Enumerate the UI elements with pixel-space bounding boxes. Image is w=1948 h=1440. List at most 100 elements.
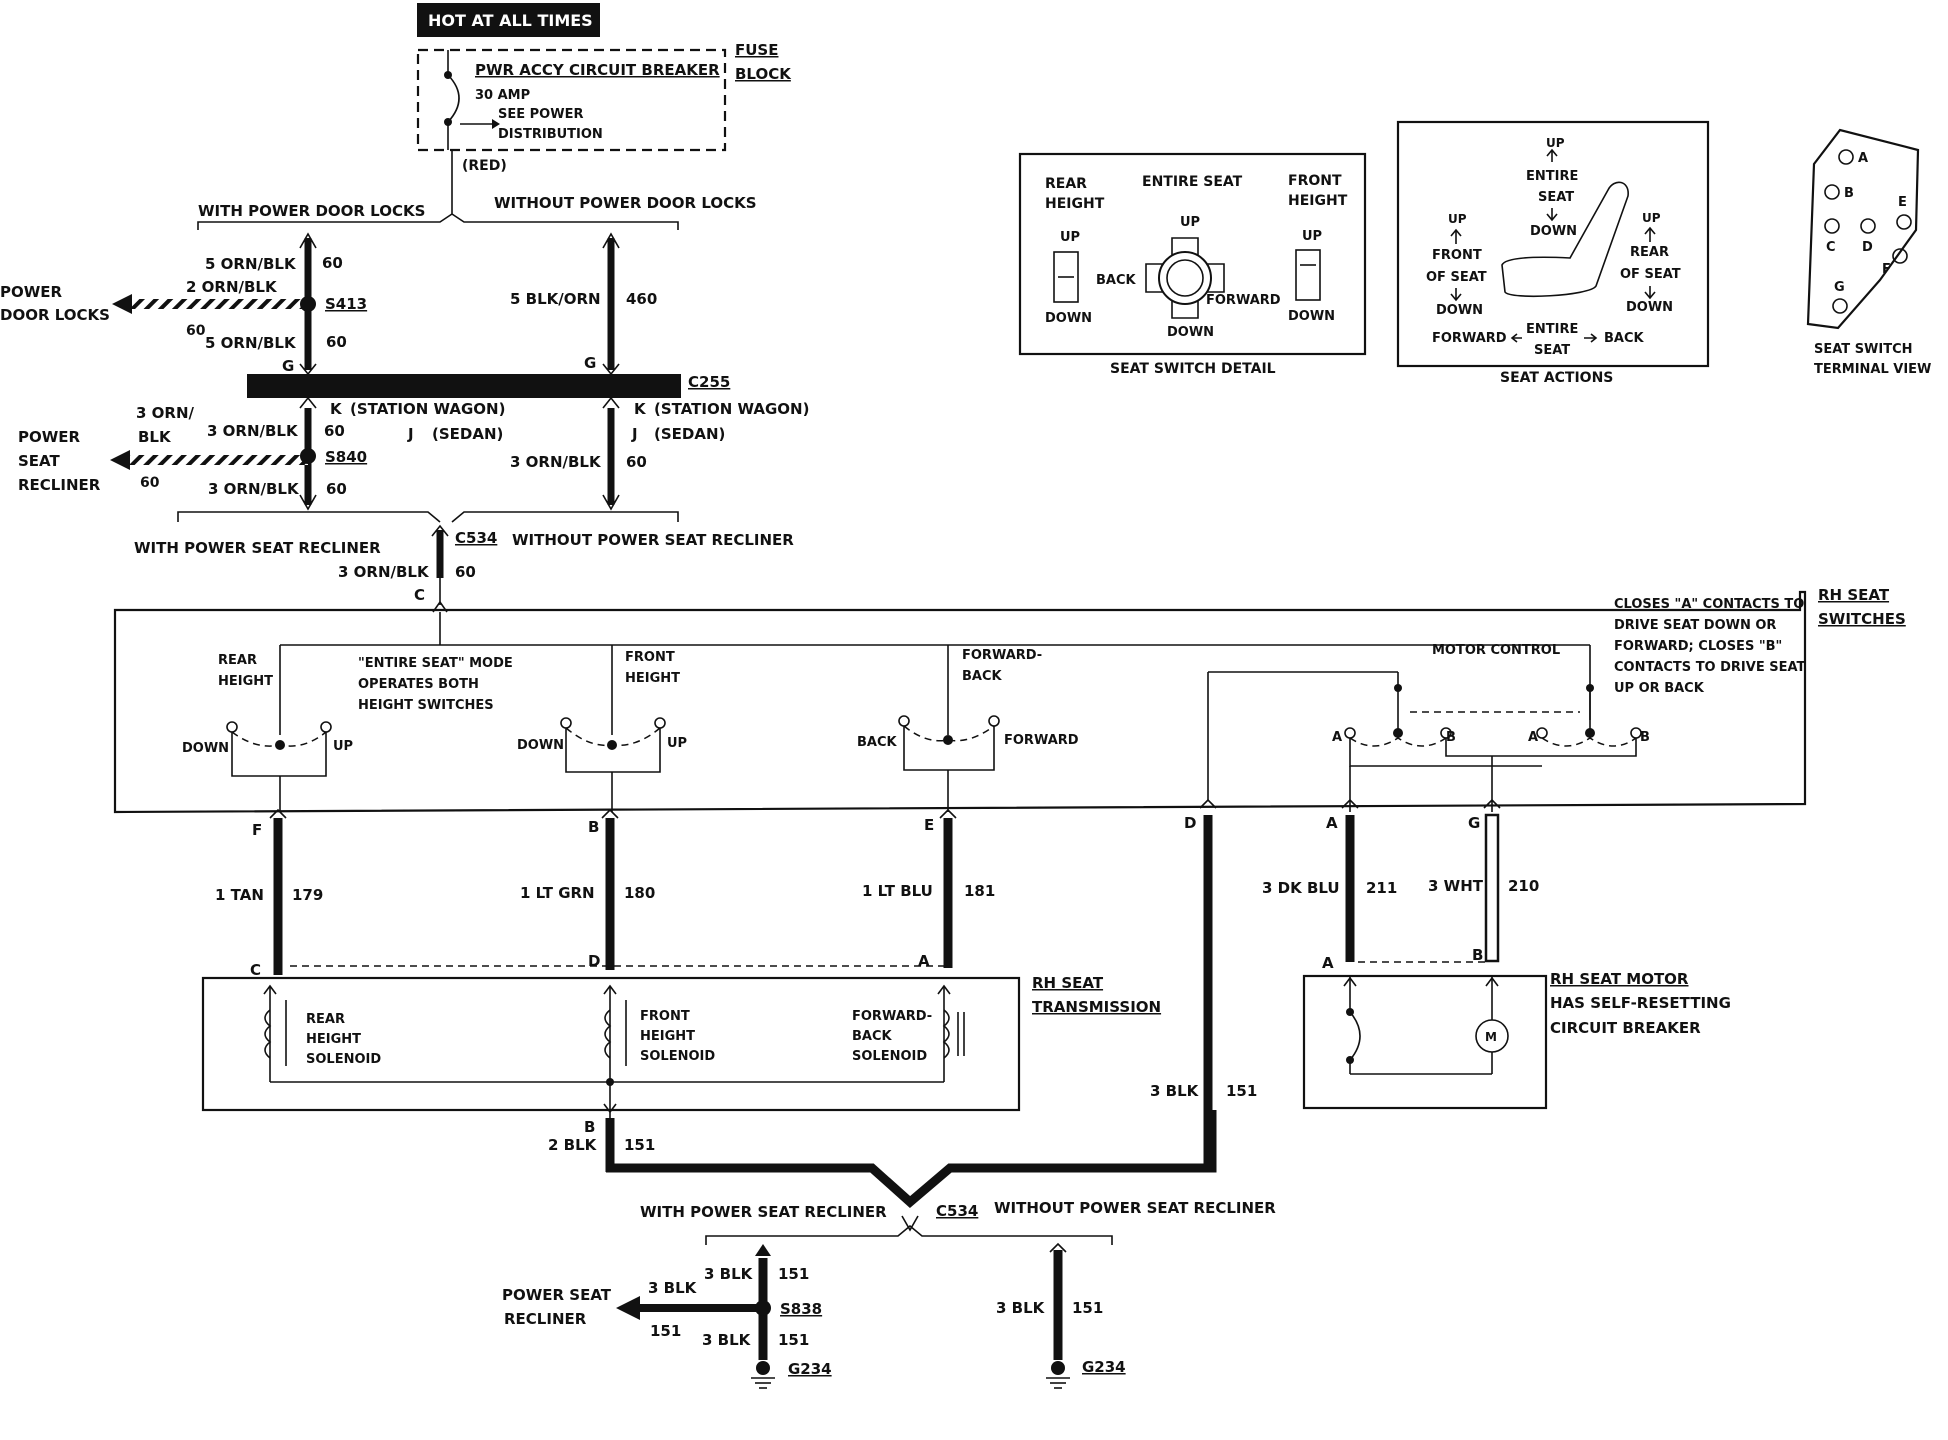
fuse-block: HOT AT ALL TIMES PWR ACCY CIRCUIT BREAKE… (416, 3, 792, 174)
detail-forward: FORWARD (1206, 293, 1281, 308)
fuse-label: FUSE (735, 41, 778, 59)
wire-b-number: 180 (624, 884, 655, 902)
door-lock-right-number: 460 (626, 290, 657, 308)
actions-entire-1: ENTIRE (1526, 169, 1578, 184)
splice-s413: S413 (325, 295, 367, 313)
power-seat-recliner-bottom-2: RECLINER (504, 1310, 587, 1328)
with-power-seat-recliner-bottom: WITH POWER SEAT RECLINER (640, 1203, 887, 1221)
detail-up-mid: UP (1180, 215, 1200, 230)
wire-e-number: 181 (964, 882, 995, 900)
door-lock-wire-4-number: 60 (326, 333, 347, 351)
terminal-c: C (1826, 240, 1836, 255)
seat-actions: UP ENTIRE SEAT DOWN UP FRONT OF SEAT DOW… (1396, 120, 1710, 386)
circuit-breaker-label: PWR ACCY CIRCUIT BREAKER (475, 61, 720, 79)
actions-front: FRONT (1432, 248, 1482, 263)
sw-back: BACK (857, 735, 898, 750)
rh-seat-motor: RH SEAT MOTOR HAS SELF-RESETTING CIRCUIT… (1302, 970, 1731, 1110)
closes-line-5: UP OR BACK (1614, 681, 1705, 696)
wire-g-number: 210 (1508, 877, 1539, 895)
without-power-seat-recliner-bottom: WITHOUT POWER SEAT RECLINER (994, 1199, 1276, 1217)
wire-g-end: B (1472, 946, 1483, 964)
detail-rear-1: REAR (1045, 176, 1087, 192)
c255-g-left: G (282, 357, 294, 375)
actions-down-rear: DOWN (1626, 300, 1673, 315)
amp-label: 30 AMP (475, 88, 530, 103)
motor-title: RH SEAT MOTOR (1550, 970, 1689, 988)
fwd-solenoid-3: SOLENOID (852, 1049, 927, 1064)
detail-down-left: DOWN (1045, 311, 1092, 326)
wire-b-pin: B (588, 818, 599, 836)
c255-g-right: G (584, 354, 596, 372)
wire-f-number: 179 (292, 886, 323, 904)
actions-up-1: UP (1546, 136, 1565, 150)
recliner-blk-label: BLK (138, 428, 172, 446)
terminal-view-caption-1: SEAT SWITCH (1814, 342, 1913, 357)
ground-left-label: 2 BLK (548, 1136, 598, 1154)
wire-a-label: 3 DK BLU (1262, 879, 1340, 897)
block-label: BLOCK (735, 65, 792, 83)
actions-down-1: DOWN (1530, 224, 1577, 239)
ground-g234-right: G234 (1082, 1358, 1126, 1376)
sw-forward: FORWARD (1004, 733, 1079, 748)
fwd-solenoid-2: BACK (852, 1029, 893, 1044)
seat-switch-detail-caption: SEAT SWITCH DETAIL (1110, 361, 1276, 377)
recliner-right-number: 60 (626, 453, 647, 471)
front-solenoid-1: FRONT (640, 1009, 690, 1024)
actions-up-rear: UP (1642, 211, 1661, 225)
recliner-wire-1-label: 3 ORN/BLK (207, 422, 299, 440)
power-seat-recliner-bottom-1: POWER SEAT (502, 1286, 612, 1304)
rh-seat-transmission: RH SEAT TRANSMISSION REAR HEIGHT SOLENOI… (201, 974, 1161, 1118)
wire-g-pin: G (1468, 814, 1480, 832)
detail-back: BACK (1096, 273, 1137, 288)
rear-solenoid-3: SOLENOID (306, 1052, 381, 1067)
ground-lower-label: 3 BLK (702, 1331, 752, 1349)
c534-top-label: C534 (455, 529, 497, 547)
door-lock-wire-3-number: 60 (186, 323, 206, 339)
sw-down-1: DOWN (182, 741, 229, 756)
splice-s838: S838 (780, 1300, 822, 1318)
seat-switch-terminal-view: A B C D E F G SEAT SWITCH TERMINAL VIEW (1806, 128, 1931, 377)
actions-of-seat-front: OF SEAT (1426, 270, 1487, 285)
ground-upper-number: 151 (778, 1265, 809, 1283)
sw-down-2: DOWN (517, 738, 564, 753)
sw-up-1: UP (333, 739, 353, 754)
closes-line-4: CONTACTS TO DRIVE SEAT (1614, 660, 1806, 675)
connector-c255: C255 G G K (STATION WAGON) J (SEDAN) K (… (247, 354, 809, 443)
power-door-locks-label-1: POWER (0, 283, 63, 301)
detail-down-mid: DOWN (1167, 325, 1214, 340)
wire-f-label: 1 TAN (215, 886, 264, 904)
wire-e-pin: E (924, 816, 934, 834)
sw-rear-1: REAR (218, 653, 257, 668)
c255-j-right: J (631, 425, 638, 443)
terminal-g: G (1834, 280, 1845, 295)
ground-without-number: 151 (1072, 1299, 1103, 1317)
with-power-door-locks-label: WITH POWER DOOR LOCKS (198, 202, 425, 220)
recliner-wire-3-number: 60 (326, 480, 347, 498)
sw-front-1: FRONT (625, 650, 675, 665)
actions-back: BACK (1604, 331, 1645, 346)
ground-right-label: 3 BLK (1150, 1082, 1200, 1100)
ground-recliner-label: 3 BLK (648, 1279, 698, 1297)
c534-wire-number: 60 (455, 563, 476, 581)
sw-mode-2: OPERATES BOTH (358, 677, 479, 692)
c255-sedan-right: (SEDAN) (654, 425, 725, 443)
wire-e-end: A (918, 952, 930, 970)
c255-label: C255 (688, 373, 730, 391)
rh-seat-switches: RH SEAT SWITCHES CLOSES "A" CONTACTS TO … (113, 586, 1906, 814)
wire-a-pin: A (1326, 814, 1338, 832)
rear-solenoid-2: HEIGHT (306, 1032, 361, 1047)
ground-icon-left (751, 1361, 775, 1389)
distribution-label: DISTRIBUTION (498, 127, 603, 142)
ground-g234-left: G234 (788, 1360, 832, 1378)
actions-up-front: UP (1448, 212, 1467, 226)
terminal-view-caption-2: TERMINAL VIEW (1814, 362, 1931, 377)
actions-forward: FORWARD (1432, 331, 1507, 346)
recliner-wire-2-number: 60 (140, 475, 160, 491)
door-locks-section: POWER DOOR LOCKS 5 ORN/BLK 60 2 ORN/BLK … (0, 232, 657, 370)
wire-g-label: 3 WHT (1428, 877, 1484, 895)
ground-recliner-number: 151 (650, 1322, 681, 1340)
actions-of-seat-rear: OF SEAT (1620, 267, 1681, 282)
hot-at-all-times-label: HOT AT ALL TIMES (428, 11, 593, 30)
closes-line-3: FORWARD; CLOSES "B" (1614, 639, 1782, 654)
